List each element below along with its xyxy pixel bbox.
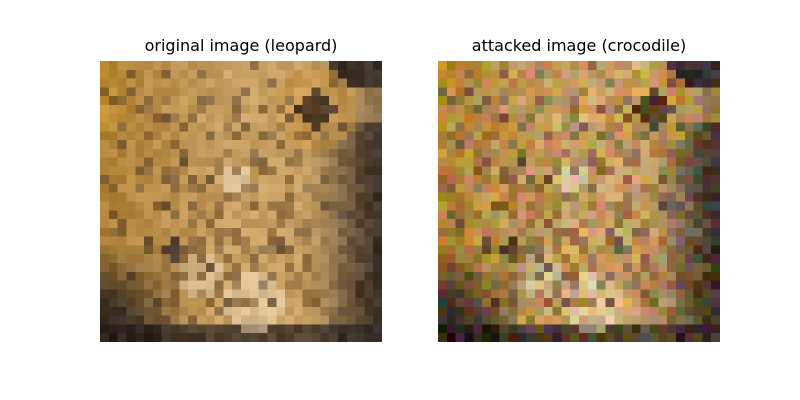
attacked-leopard-image <box>438 61 720 342</box>
attacked-image-title: attacked image (crocodile) <box>471 36 687 55</box>
original-leopard-image <box>100 61 382 342</box>
original-pixel-grid <box>100 61 382 342</box>
attacked-panel: attacked image (crocodile) <box>438 0 720 344</box>
attacked-pixel-grid <box>438 61 720 342</box>
original-image-title: original image (leopard) <box>144 36 338 55</box>
original-panel: original image (leopard) <box>100 0 382 344</box>
